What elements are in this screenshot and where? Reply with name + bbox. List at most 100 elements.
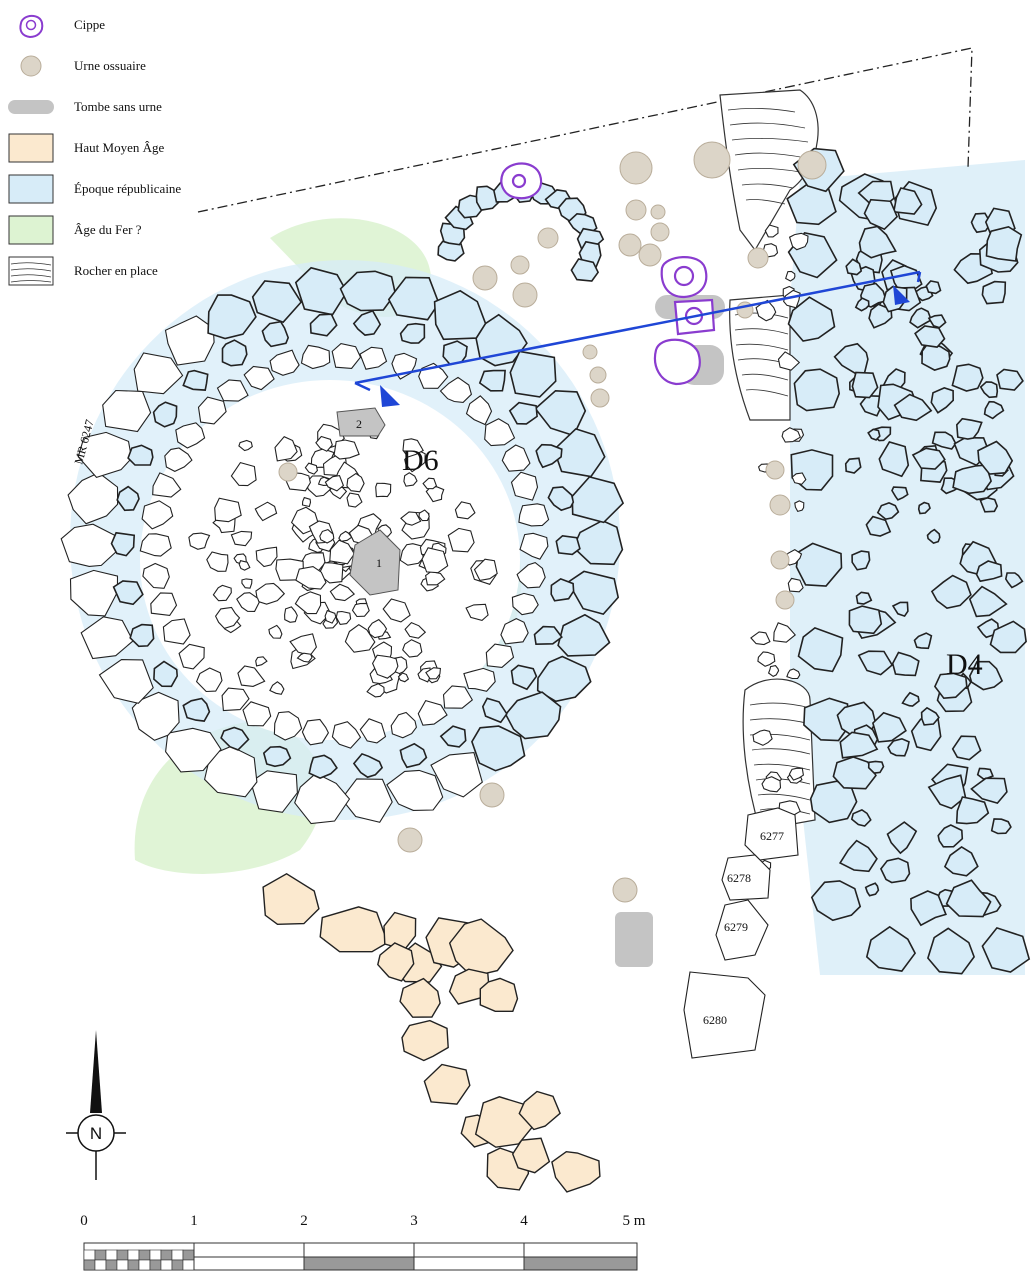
stone xyxy=(547,486,575,512)
stone xyxy=(175,422,206,449)
legend-item-rep: Époque républicaine xyxy=(8,172,181,206)
stone xyxy=(425,486,445,503)
stone xyxy=(878,441,910,478)
stone xyxy=(230,461,257,487)
stone xyxy=(403,472,418,487)
scale-subdivision xyxy=(149,1249,162,1261)
stone xyxy=(390,711,417,739)
stone xyxy=(786,668,801,680)
stone xyxy=(481,697,508,724)
stone xyxy=(116,485,140,512)
legend-item-fer: Âge du Fer ? xyxy=(8,213,142,247)
stone xyxy=(851,550,871,571)
legend-item-cippe: Cippe xyxy=(8,8,105,42)
stone xyxy=(867,428,881,441)
urn xyxy=(770,550,790,570)
stone xyxy=(511,592,539,616)
stone xyxy=(509,350,557,398)
urn xyxy=(397,827,423,853)
stone xyxy=(797,626,844,673)
stone xyxy=(955,796,990,825)
stone xyxy=(925,280,942,295)
stone xyxy=(131,691,180,741)
stone xyxy=(315,435,333,452)
stone xyxy=(917,501,931,515)
stone xyxy=(319,528,335,544)
urn xyxy=(582,344,598,360)
stone xyxy=(478,369,506,392)
scale-subdivision xyxy=(83,1249,96,1261)
numbered-stones: 6277 6278 6279 6280 xyxy=(683,807,799,1059)
stone xyxy=(981,926,1031,973)
north-arrow: N xyxy=(66,1030,126,1180)
stone xyxy=(216,379,249,402)
stone xyxy=(533,625,563,646)
stone xyxy=(331,343,362,369)
stone xyxy=(990,818,1012,835)
urn xyxy=(479,782,505,808)
stone xyxy=(377,942,415,982)
scale-subdivision xyxy=(182,1259,195,1271)
stone xyxy=(77,431,133,479)
stone xyxy=(996,368,1024,391)
stone xyxy=(945,879,992,918)
stone xyxy=(838,839,878,873)
stone xyxy=(465,395,493,426)
stone xyxy=(417,699,448,726)
stone xyxy=(152,401,178,428)
stone xyxy=(887,737,910,757)
stone xyxy=(535,443,563,469)
stone xyxy=(318,562,344,584)
legend-item-hma: Haut Moyen Âge xyxy=(8,131,164,165)
stone-6280-label: 6280 xyxy=(703,1013,727,1027)
stone xyxy=(977,440,1014,475)
stone xyxy=(274,436,298,462)
stone xyxy=(968,660,1004,691)
stone xyxy=(255,582,286,605)
stone xyxy=(352,309,382,336)
stone xyxy=(382,598,411,623)
stone xyxy=(375,482,392,498)
stone xyxy=(67,472,119,525)
stone xyxy=(255,656,268,667)
stone xyxy=(331,721,362,749)
stone xyxy=(294,266,348,316)
stone xyxy=(832,756,877,790)
stone xyxy=(848,605,883,635)
stone xyxy=(241,578,253,589)
stone xyxy=(261,320,290,348)
stone xyxy=(324,474,345,492)
stone xyxy=(931,431,957,450)
stone xyxy=(891,601,909,618)
stone xyxy=(162,618,191,645)
urn xyxy=(693,141,731,179)
stone xyxy=(484,418,516,447)
cippes xyxy=(500,162,716,386)
scale-subdivision xyxy=(127,1249,140,1261)
stone xyxy=(913,632,933,650)
scale-bar: 0 1 2 3 4 5 m xyxy=(80,1213,646,1271)
stone xyxy=(865,925,917,972)
stone xyxy=(165,727,222,773)
stone xyxy=(845,258,863,276)
stone xyxy=(195,667,223,693)
urn xyxy=(619,151,653,185)
stone xyxy=(153,660,179,688)
scale-subdivision xyxy=(94,1249,107,1261)
stone xyxy=(927,927,976,975)
stone xyxy=(295,566,327,590)
urn xyxy=(612,877,638,903)
stone xyxy=(400,511,422,526)
stone xyxy=(238,560,251,571)
stone xyxy=(262,745,292,768)
stone xyxy=(221,687,250,712)
d4-wall xyxy=(786,147,1031,975)
legend-item-rocher: Rocher en place xyxy=(8,254,158,288)
scale-subdivision xyxy=(182,1249,195,1261)
d4-label: D4 xyxy=(946,648,983,681)
republican-swatch-icon xyxy=(8,174,54,204)
stone xyxy=(359,718,387,744)
stone xyxy=(324,609,337,624)
stone xyxy=(551,1150,601,1193)
stone xyxy=(139,533,172,557)
